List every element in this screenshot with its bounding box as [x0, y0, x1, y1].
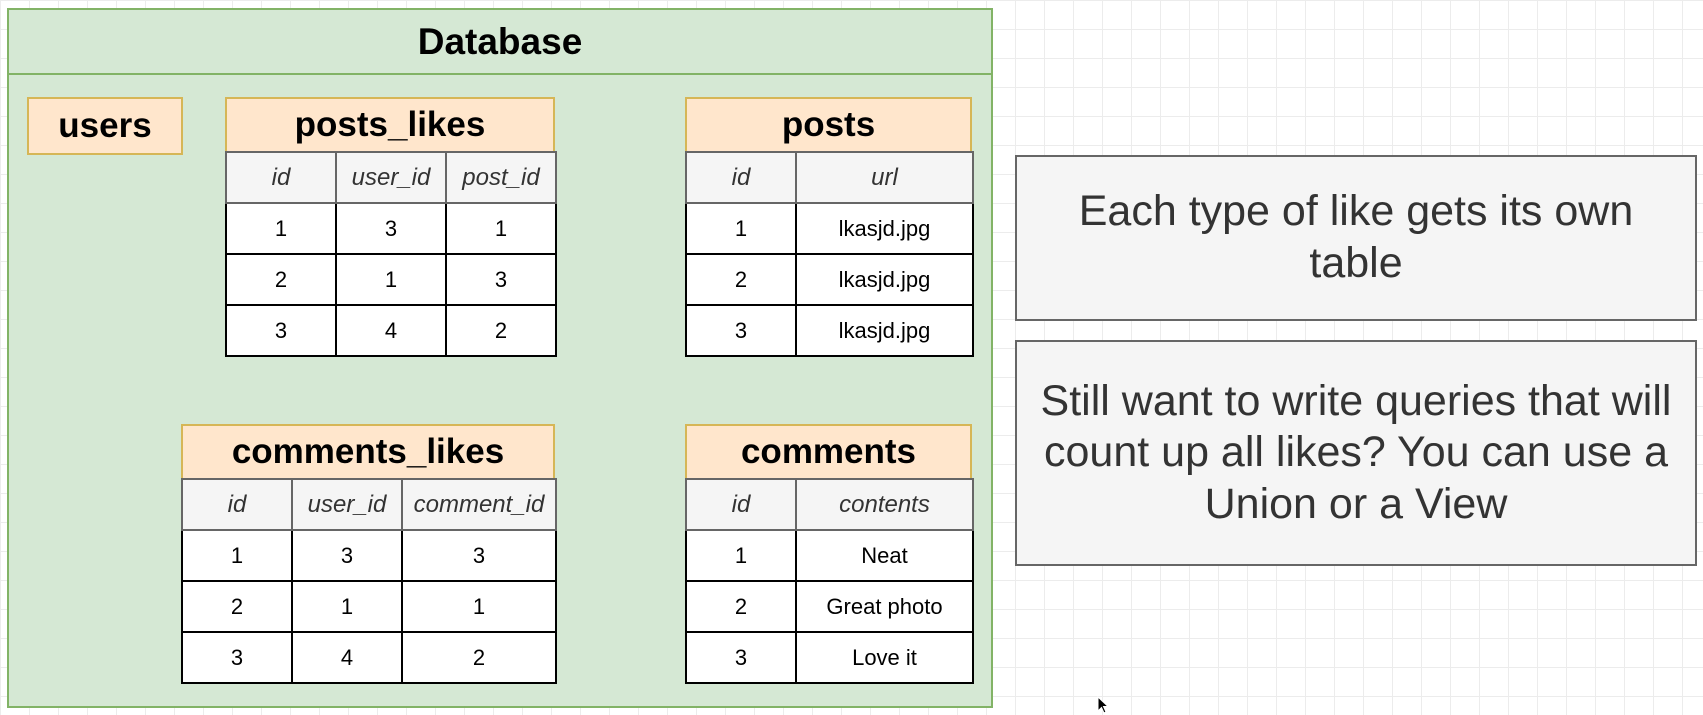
table-cell: Great photo — [795, 580, 974, 633]
users-table-header: users — [27, 97, 183, 155]
posts-grid: id url 1 lkasjd.jpg 2 lkasjd.jpg 3 lkasj… — [685, 151, 974, 357]
table-cell: 1 — [335, 253, 447, 306]
header-row: id contents — [685, 478, 974, 531]
table-cell: 3 — [445, 253, 557, 306]
posts-table: posts id url 1 lkasjd.jpg 2 lkasjd.jpg 3… — [685, 97, 974, 357]
posts-likes-table-header: posts_likes — [225, 97, 555, 153]
header-row: id user_id comment_id — [181, 478, 557, 531]
note-separate-like-tables: Each type of like gets its own table — [1015, 155, 1697, 321]
comments-likes-table: comments_likes id user_id comment_id 1 3… — [181, 424, 557, 684]
table-row: 1 3 1 — [225, 202, 557, 255]
table-cell: 3 — [291, 529, 403, 582]
comments-likes-table-header: comments_likes — [181, 424, 555, 480]
table-cell: lkasjd.jpg — [795, 253, 974, 306]
table-cell: 1 — [685, 202, 797, 255]
column-header: id — [685, 151, 797, 204]
table-cell: 3 — [225, 304, 337, 357]
column-header: user_id — [291, 478, 403, 531]
table-cell: 1 — [445, 202, 557, 255]
table-cell: 3 — [335, 202, 447, 255]
comments-table: comments id contents 1 Neat 2 Great phot… — [685, 424, 974, 684]
header-row: id user_id post_id — [225, 151, 557, 204]
header-row: id url — [685, 151, 974, 204]
table-row: 3 4 2 — [225, 304, 557, 357]
table-row: 2 Great photo — [685, 580, 974, 633]
table-cell: 4 — [335, 304, 447, 357]
column-header: contents — [795, 478, 974, 531]
table-cell: lkasjd.jpg — [795, 202, 974, 255]
table-cell: 2 — [445, 304, 557, 357]
table-cell: Neat — [795, 529, 974, 582]
table-cell: 3 — [401, 529, 557, 582]
table-cell: 2 — [181, 580, 293, 633]
posts-likes-table: posts_likes id user_id post_id 1 3 1 2 1… — [225, 97, 557, 357]
table-row: 1 3 3 — [181, 529, 557, 582]
comments-grid: id contents 1 Neat 2 Great photo 3 Love … — [685, 478, 974, 684]
table-cell: 4 — [291, 631, 403, 684]
table-cell: 3 — [181, 631, 293, 684]
table-row: 3 lkasjd.jpg — [685, 304, 974, 357]
table-cell: 2 — [685, 253, 797, 306]
column-header: comment_id — [401, 478, 557, 531]
table-cell: 2 — [685, 580, 797, 633]
users-table: users — [27, 97, 183, 155]
column-header: post_id — [445, 151, 557, 204]
note-union-or-view: Still want to write queries that will co… — [1015, 340, 1697, 566]
table-row: 2 1 3 — [225, 253, 557, 306]
table-cell: 1 — [291, 580, 403, 633]
column-header: user_id — [335, 151, 447, 204]
table-cell: 3 — [685, 304, 797, 357]
table-row: 2 1 1 — [181, 580, 557, 633]
column-header: id — [225, 151, 337, 204]
table-row: 2 lkasjd.jpg — [685, 253, 974, 306]
column-header: url — [795, 151, 974, 204]
table-row: 3 Love it — [685, 631, 974, 684]
table-row: 1 Neat — [685, 529, 974, 582]
table-cell: Love it — [795, 631, 974, 684]
column-header: id — [685, 478, 797, 531]
table-row: 1 lkasjd.jpg — [685, 202, 974, 255]
posts-table-header: posts — [685, 97, 972, 153]
table-cell: 2 — [401, 631, 557, 684]
table-row: 3 4 2 — [181, 631, 557, 684]
table-cell: 2 — [225, 253, 337, 306]
comments-likes-grid: id user_id comment_id 1 3 3 2 1 1 3 4 2 — [181, 478, 557, 684]
table-cell: 1 — [181, 529, 293, 582]
comments-table-header: comments — [685, 424, 972, 480]
table-cell: 1 — [685, 529, 797, 582]
table-cell: 3 — [685, 631, 797, 684]
table-cell: 1 — [225, 202, 337, 255]
table-cell: 1 — [401, 580, 557, 633]
column-header: id — [181, 478, 293, 531]
mouse-pointer-icon — [1097, 696, 1109, 714]
table-cell: lkasjd.jpg — [795, 304, 974, 357]
posts-likes-grid: id user_id post_id 1 3 1 2 1 3 3 4 2 — [225, 151, 557, 357]
database-title: Database — [9, 10, 991, 75]
